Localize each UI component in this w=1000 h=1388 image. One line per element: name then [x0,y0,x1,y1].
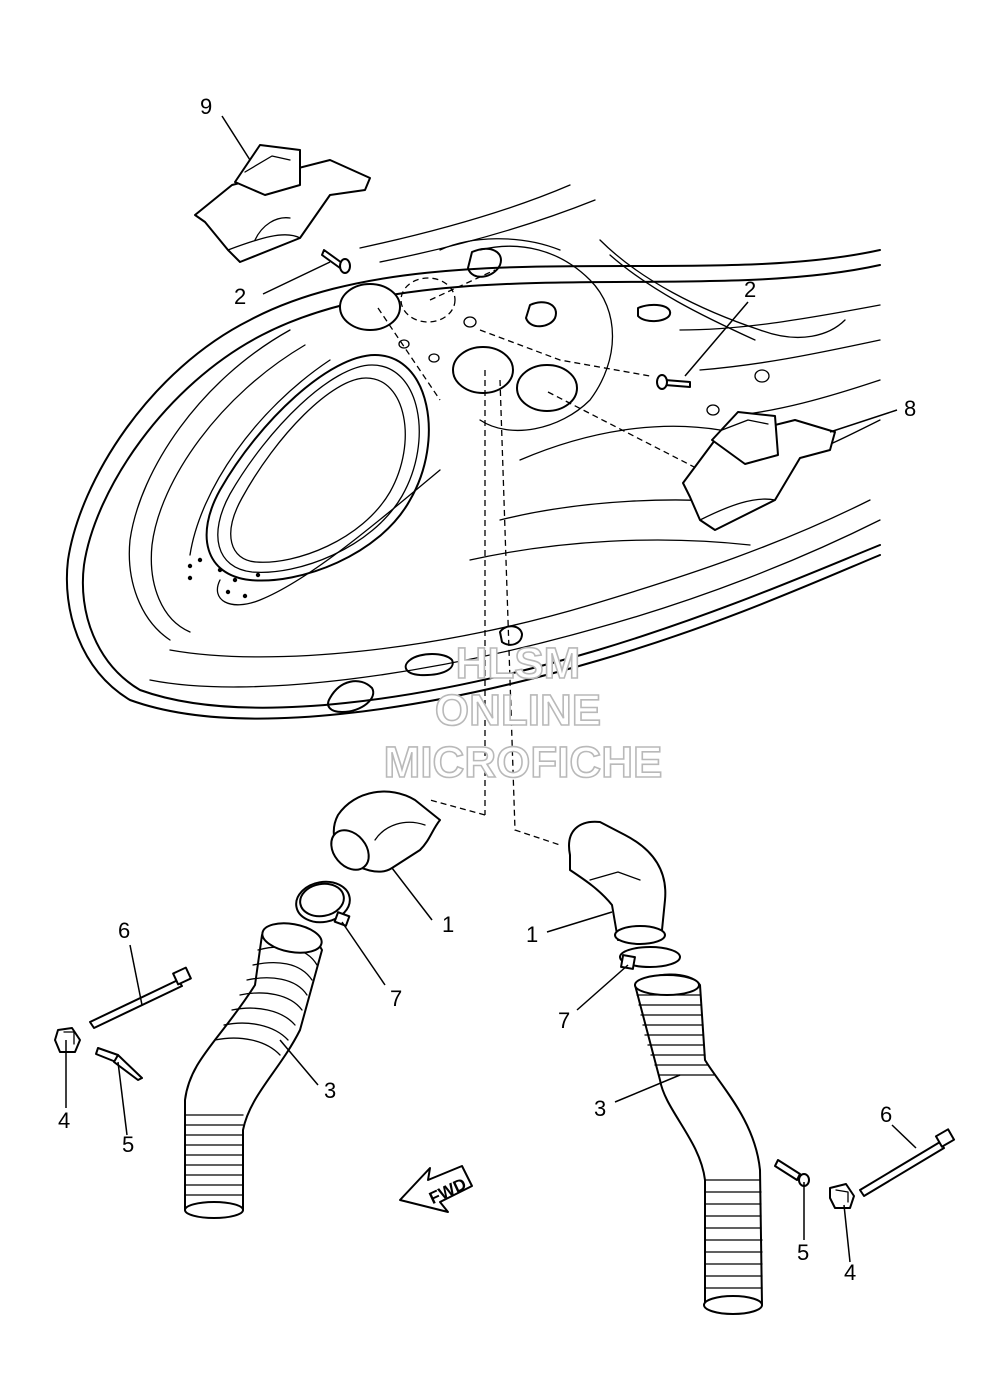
watermark: HLSM ONLINE MICROFICHE [383,638,663,788]
corrugated-hose-right [634,973,763,1315]
watermark-line-2: ONLINE [435,686,601,735]
duct-elbow-left [330,790,441,873]
cable-tie-right [859,1128,956,1197]
duct-elbow-right [568,820,667,945]
callout-numbers: 9 2 2 8 1 1 7 7 6 6 3 3 4 4 5 5 [58,94,916,1285]
rivet-upper-left [321,249,351,274]
hose-clamp-left [295,880,351,927]
watermark-line-1: HLSM [456,639,581,688]
callout-9: 9 [200,94,212,119]
callout-6-right: 6 [880,1102,892,1127]
push-rivet-left [95,1047,143,1081]
leader-lines [65,115,917,1263]
corrugated-hose-left [184,922,323,1219]
forward-direction-arrow: FWD [399,1165,473,1213]
callout-3-left: 3 [324,1078,336,1103]
hull-deck [65,184,881,720]
callout-8: 8 [904,396,916,421]
callout-4-right: 4 [844,1260,856,1285]
callout-5-left: 5 [122,1132,134,1157]
callout-7-right: 7 [558,1008,570,1033]
clip-right [829,1183,855,1209]
watermark-line-3: MICROFICHE [384,738,663,787]
hose-clamp-right [619,946,681,970]
rivet-right [656,374,691,390]
callout-4-left: 4 [58,1108,70,1133]
callout-5-right: 5 [797,1240,809,1265]
callout-1-left: 1 [442,912,454,937]
callout-7-left: 7 [390,986,402,1011]
vent-cover-upper [194,144,371,263]
callout-2-right: 2 [744,277,756,302]
callout-6-left: 6 [118,918,130,943]
vent-cover-right [682,411,836,531]
callout-1-right: 1 [526,922,538,947]
callout-2-upper: 2 [234,284,246,309]
cable-tie-left [89,966,192,1029]
clip-left [54,1027,81,1053]
duct-routing-lines [377,269,701,846]
callout-3-right: 3 [594,1096,606,1121]
